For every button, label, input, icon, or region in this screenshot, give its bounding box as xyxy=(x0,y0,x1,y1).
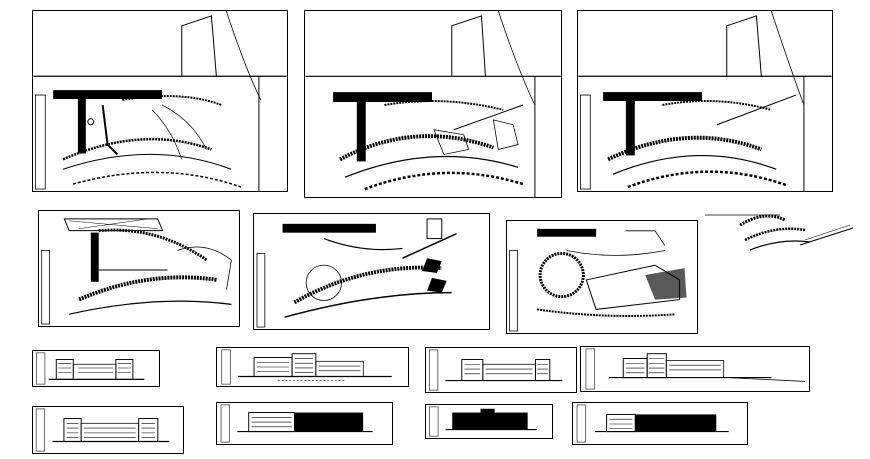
elevation-sheet-3 xyxy=(425,347,577,393)
elevation-sheet-5 xyxy=(32,406,184,454)
elevation-sheet-8 xyxy=(572,402,748,445)
elevation-drawing-2 xyxy=(221,349,392,385)
site-plan-sheet-6 xyxy=(506,220,698,334)
elevation-drawing-4 xyxy=(585,348,806,390)
elevation-drawing-6 xyxy=(220,404,373,443)
site-plan-drawing-1 xyxy=(33,11,287,191)
elevation-sheet-1 xyxy=(32,350,160,387)
site-plan-drawing-4 xyxy=(41,218,232,325)
site-plan-sheet-2 xyxy=(304,10,562,198)
elevation-drawing-7 xyxy=(429,406,538,437)
site-plan-sheet-1 xyxy=(32,10,288,192)
elevation-drawing-5 xyxy=(35,408,170,452)
site-plan-sheet-4 xyxy=(38,210,240,327)
site-plan-drawing-2 xyxy=(305,11,561,197)
elevation-sheet-7 xyxy=(425,404,553,439)
elevation-sheet-4 xyxy=(580,346,810,392)
site-plan-drawing-3 xyxy=(578,11,832,191)
elevation-sheet-6 xyxy=(216,402,393,445)
site-plan-drawing-6 xyxy=(509,228,687,332)
elevation-drawing-3 xyxy=(428,349,563,391)
site-plan-sheet-3 xyxy=(577,10,833,192)
site-plan-drawing-5 xyxy=(256,218,457,328)
site-plan-sheet-5 xyxy=(253,213,490,330)
elevation-drawing-1 xyxy=(36,352,145,385)
site-plan-fragment xyxy=(705,214,854,251)
elevation-drawing-8 xyxy=(576,404,729,443)
elevation-sheet-2 xyxy=(216,347,409,387)
